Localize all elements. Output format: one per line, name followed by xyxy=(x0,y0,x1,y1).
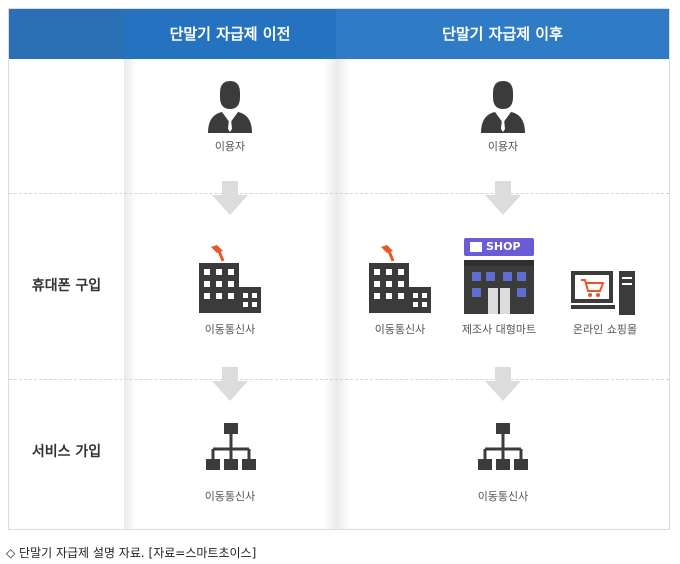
down-arrow-icon xyxy=(485,367,521,401)
down-arrow-icon xyxy=(485,181,521,215)
row-label-purchase: 휴대폰 구입 xyxy=(31,278,102,294)
user-icon xyxy=(208,81,252,133)
down-arrow-icon xyxy=(212,181,248,215)
comparison-diagram: 단말기 자급제 이전 단말기 자급제 이후 휴대폰 구입 서비스 가입 이용자 … xyxy=(8,8,670,530)
computer-shopping-cart-icon xyxy=(571,271,635,315)
after-purchase-online-label: 온라인 쇼핑몰 xyxy=(572,323,638,336)
user-icon xyxy=(481,81,525,133)
down-arrow-icon xyxy=(212,367,248,401)
before-purchase-label: 이동통신사 xyxy=(204,323,256,336)
header-empty-cell xyxy=(9,9,124,59)
shop-sign-text: SHOP xyxy=(486,240,521,253)
before-service-label: 이동통신사 xyxy=(204,490,256,503)
header-after-cell xyxy=(336,9,669,59)
row-divider-1 xyxy=(9,193,669,194)
carrier-building-icon xyxy=(369,245,431,313)
header-bar: 단말기 자급제 이전 단말기 자급제 이후 xyxy=(9,9,669,59)
before-user-label: 이용자 xyxy=(214,140,246,153)
after-purchase-store-label: 제조사 대형마트 xyxy=(461,323,537,336)
network-tree-icon xyxy=(206,423,256,470)
after-purchase-carrier-label: 이동통신사 xyxy=(374,323,426,336)
row-divider-2 xyxy=(9,379,669,380)
header-before-title: 단말기 자급제 이전 xyxy=(169,25,291,43)
figure-caption: ◇ 단말기 자급제 설명 자료. [자료=스마트초이스] xyxy=(6,546,257,560)
after-service-label: 이동통신사 xyxy=(477,490,529,503)
after-user-label: 이용자 xyxy=(487,140,519,153)
store-icon: SHOP xyxy=(464,238,534,314)
carrier-building-icon xyxy=(199,245,261,313)
store-building-icon xyxy=(464,238,534,314)
network-tree-icon xyxy=(478,423,528,470)
header-before-cell xyxy=(124,9,336,59)
row-label-service: 서비스 가입 xyxy=(31,444,102,460)
header-after-title: 단말기 자급제 이후 xyxy=(442,25,563,43)
